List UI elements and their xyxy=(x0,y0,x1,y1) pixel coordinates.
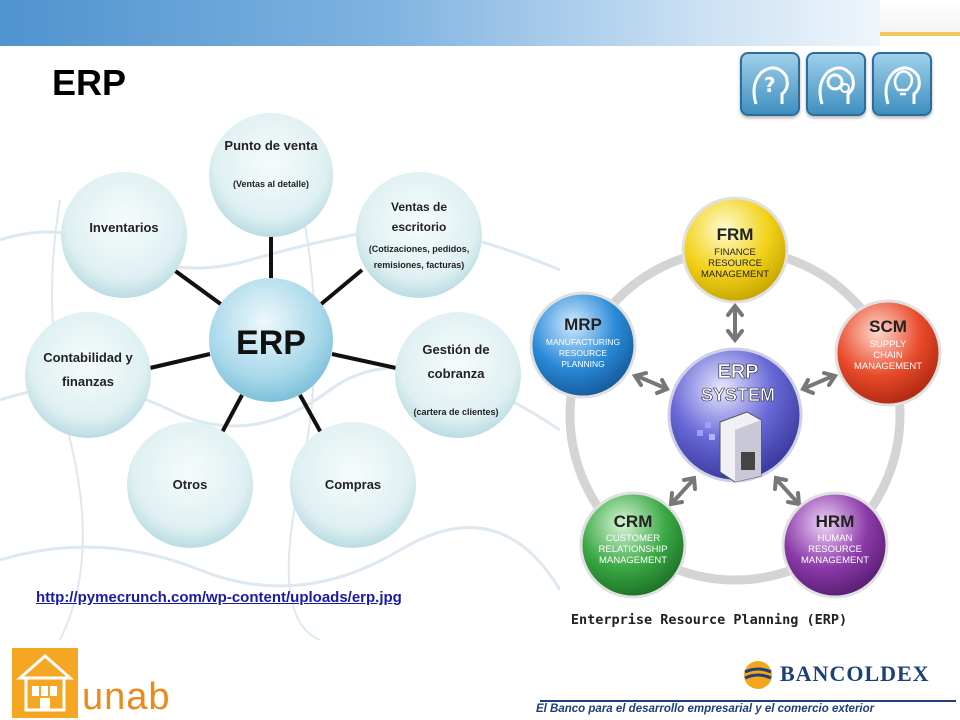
connector-line xyxy=(149,352,211,370)
node-title: Otros xyxy=(173,477,208,492)
erp-modules-diagram: Punto de venta (Ventas al detalle) Venta… xyxy=(25,113,521,548)
node-compras: Compras xyxy=(290,422,416,548)
module-scm: SCM SUPPLY CHAIN MANAGEMENT xyxy=(834,299,942,407)
node-title-line-1: Gestión de xyxy=(422,342,489,357)
double-arrow-icon xyxy=(800,371,839,395)
server-icon xyxy=(697,411,762,483)
module-line: FINANCE xyxy=(714,247,756,258)
node-title-line-2: escritorio xyxy=(392,220,447,234)
node-inventarios: Inventarios xyxy=(61,172,187,298)
center-label-line-2: SYSTEM xyxy=(701,385,775,405)
node-subtitle-line-2: remisiones, facturas) xyxy=(374,260,465,270)
question-head-icon: ? xyxy=(740,52,800,116)
svg-text:?: ? xyxy=(764,73,776,97)
unab-wordmark: unab xyxy=(82,676,171,718)
double-arrow-icon xyxy=(773,475,802,507)
node-ventas-de-escritorio: Ventas de escritorio (Cotizaciones, pedi… xyxy=(356,172,482,298)
node-title: Inventarios xyxy=(89,220,158,235)
module-crm: CRM CUSTOMER RELATIONSHIP MANAGEMENT xyxy=(579,491,687,599)
module-line: MANAGEMENT xyxy=(801,555,869,566)
bancoldex-tagline: El Banco para el desarrollo empresarial … xyxy=(536,703,875,715)
connector-line xyxy=(331,352,397,370)
node-contabilidad-y-finanzas: Contabilidad y finanzas xyxy=(25,312,151,438)
footer-divider xyxy=(540,700,956,702)
module-line: CHAIN xyxy=(873,350,903,361)
bancoldex-wordmark: BANCOLDEX xyxy=(780,661,930,686)
node-title-line-1: Contabilidad y xyxy=(43,350,133,365)
connector-line xyxy=(172,268,224,307)
node-title-line-2: cobranza xyxy=(427,366,485,381)
module-abbr: CRM xyxy=(614,512,653,531)
diagram-caption: Enterprise Resource Planning (ERP) xyxy=(571,612,847,628)
node-title: Punto de venta xyxy=(224,138,318,153)
module-frm: FRM FINANCE RESOURCE MANAGEMENT xyxy=(681,196,789,304)
center-label: ERP xyxy=(236,324,306,362)
node-subtitle-line-1: (Cotizaciones, pedidos, xyxy=(369,244,470,254)
connector-line xyxy=(318,268,364,307)
module-hrm: HRM HUMAN RESOURCE MANAGEMENT xyxy=(781,491,889,599)
node-subtitle: (Ventas al detalle) xyxy=(233,179,309,189)
module-line: RESOURCE xyxy=(559,348,608,358)
erp-system-center: ERP SYSTEM xyxy=(667,347,803,483)
module-line: PLANNING xyxy=(561,359,604,369)
node-subtitle: (cartera de clientes) xyxy=(413,407,498,417)
node-erp-center: ERP xyxy=(209,278,333,402)
double-arrow-icon xyxy=(668,475,697,507)
banner-accent xyxy=(880,0,960,46)
slide-title: ERP xyxy=(52,62,127,103)
module-line: HUMAN xyxy=(818,533,853,544)
gears-head-icon xyxy=(806,52,866,116)
node-gestion-de-cobranza: Gestión de cobranza (cartera de clientes… xyxy=(395,312,521,438)
double-arrow-icon xyxy=(631,371,670,395)
lightbulb-head-icon xyxy=(872,52,932,116)
module-line: MANAGEMENT xyxy=(854,361,922,372)
unab-logo-icon xyxy=(12,648,78,718)
node-title-line-1: Ventas de xyxy=(391,200,447,214)
module-mrp: MRP MANUFACTURING RESOURCE PLANNING xyxy=(529,291,637,399)
module-line: MANAGEMENT xyxy=(599,555,667,566)
module-line: CUSTOMER xyxy=(606,533,660,544)
module-abbr: SCM xyxy=(869,317,907,336)
bancoldex-globe-icon xyxy=(744,661,772,689)
module-line: MANUFACTURING xyxy=(546,337,620,347)
module-line: RELATIONSHIP xyxy=(599,544,668,555)
module-line: MANAGEMENT xyxy=(701,269,769,280)
top-banner xyxy=(0,0,960,46)
module-abbr: HRM xyxy=(816,512,855,531)
node-title: Compras xyxy=(325,477,381,492)
source-link[interactable]: http://pymecrunch.com/wp-content/uploads… xyxy=(36,589,402,606)
module-abbr: MRP xyxy=(564,315,602,334)
double-arrow-icon xyxy=(726,302,744,344)
node-otros: Otros xyxy=(127,422,253,548)
erp-system-diagram: ERP SYSTEM FRM FINANCE RESOURCE MANAGEME… xyxy=(529,196,942,628)
module-line: SUPPLY xyxy=(870,339,907,350)
center-label-line-1: ERP xyxy=(717,361,758,383)
node-title-line-2: finanzas xyxy=(62,374,114,389)
module-abbr: FRM xyxy=(717,225,754,244)
module-line: RESOURCE xyxy=(808,544,862,555)
module-line: RESOURCE xyxy=(708,258,762,269)
node-punto-de-venta: Punto de venta (Ventas al detalle) xyxy=(209,113,333,237)
